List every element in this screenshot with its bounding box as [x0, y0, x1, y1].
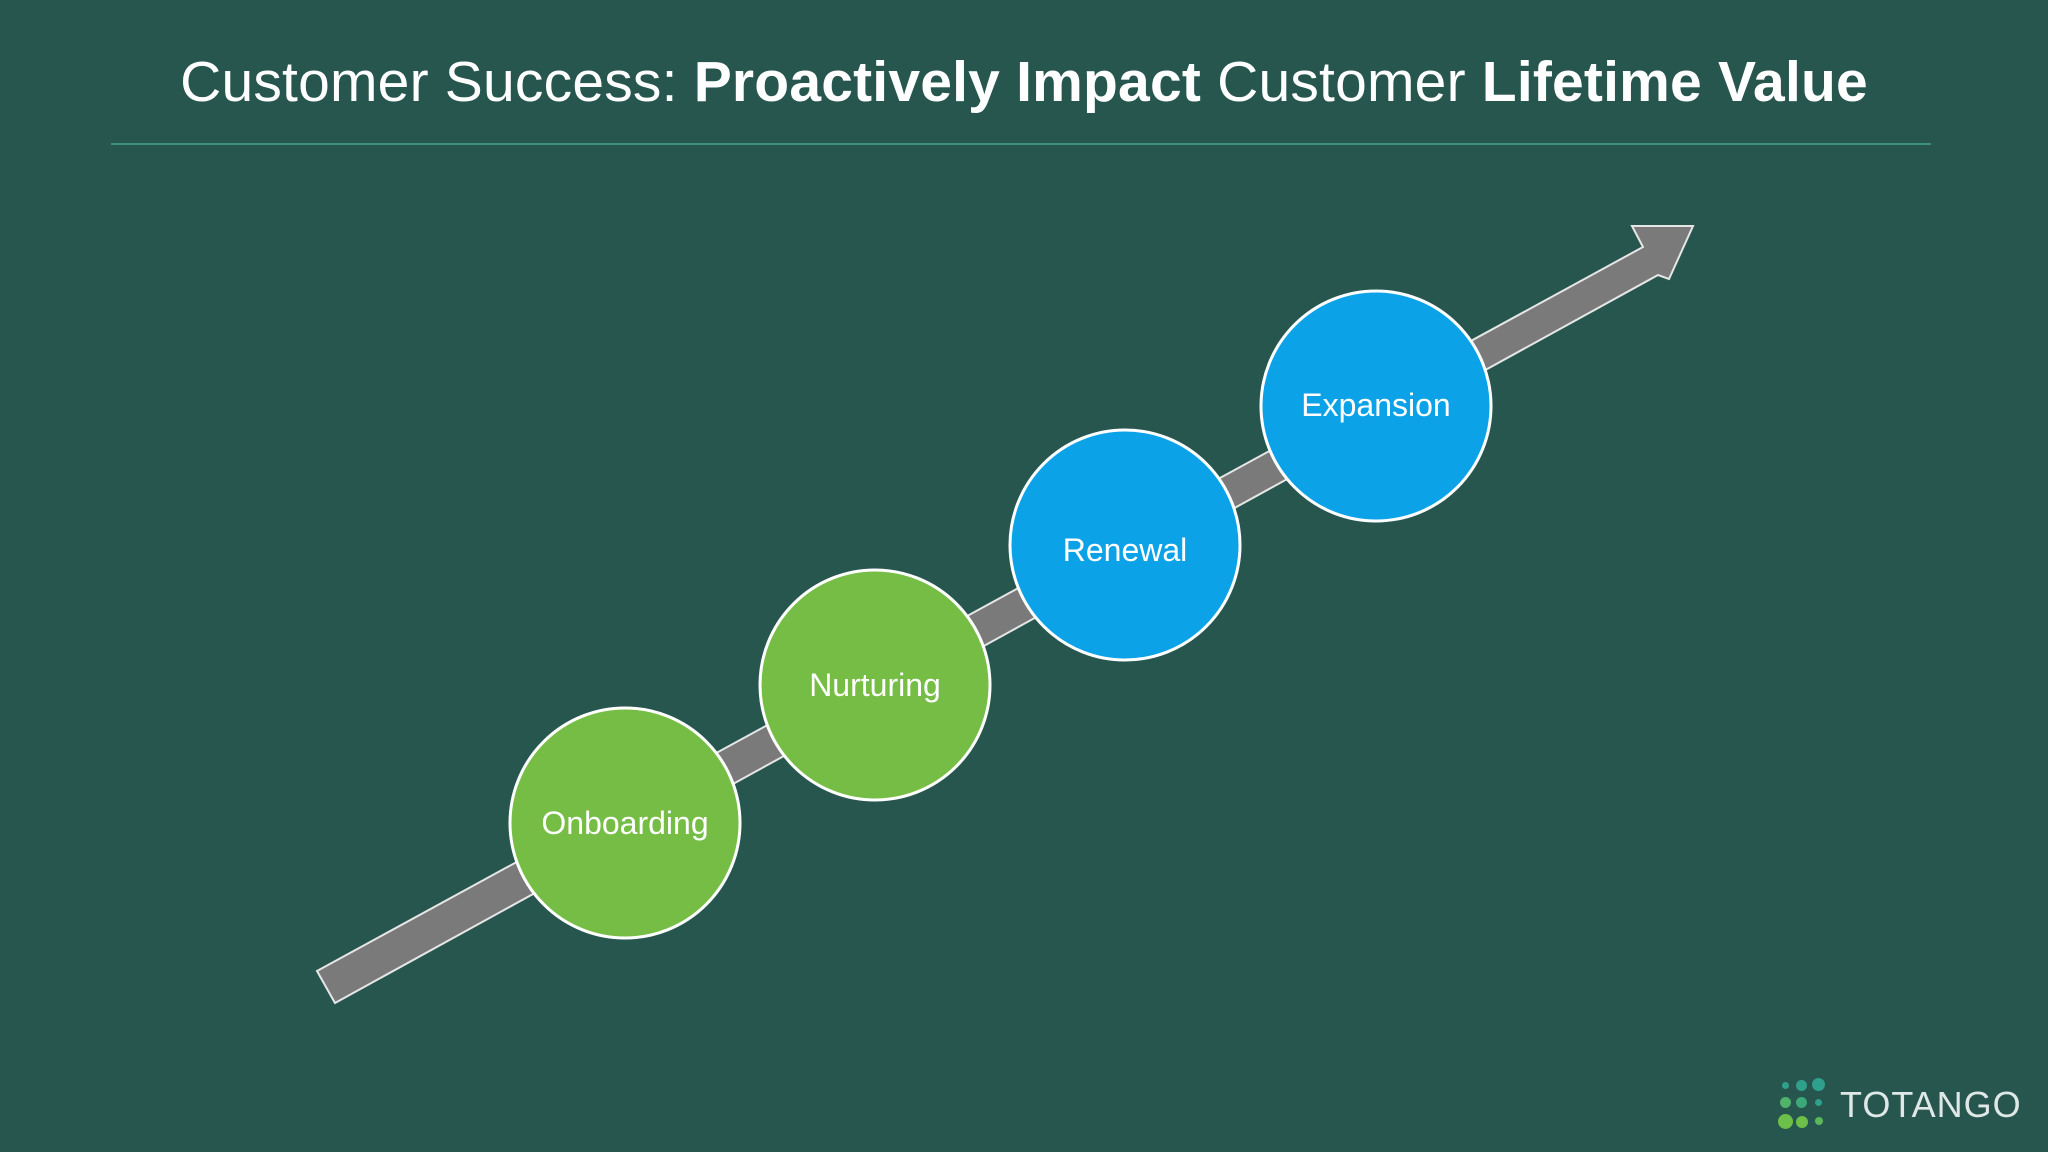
stage-circle-onboarding [508, 706, 742, 940]
title-part-2: Proactively Impact [693, 50, 1202, 114]
stage-circle-expansion [1259, 289, 1493, 523]
stage-circle-nurturing [758, 568, 992, 802]
stage-label-renewal: Renewal [1063, 532, 1188, 568]
dot-grid-logo-icon [1778, 1078, 1830, 1132]
title-part-3: Customer [1201, 50, 1482, 114]
stage-renewal: Renewal [1008, 428, 1242, 662]
stage-label-expansion: Expansion [1301, 387, 1450, 423]
title-divider [111, 143, 1931, 145]
title-part-4: Lifetime Value [1481, 50, 1868, 114]
stage-label-nurturing: Nurturing [809, 667, 941, 703]
stage-circle-renewal [1008, 428, 1242, 662]
stage-expansion: Expansion [1259, 289, 1493, 523]
stage-nurturing: Nurturing [758, 568, 992, 802]
stage-onboarding: Onboarding [508, 706, 742, 940]
title-part-1: Customer Success: [180, 50, 694, 114]
page-title: Customer Success: Proactively Impact Cus… [0, 46, 2048, 118]
logo-wordmark: TOTANGO [1840, 1084, 2022, 1125]
stage-label-onboarding: Onboarding [541, 805, 708, 841]
totango-logo: TOTANGO [1778, 1078, 2022, 1132]
growth-arrow [315, 225, 1695, 1005]
